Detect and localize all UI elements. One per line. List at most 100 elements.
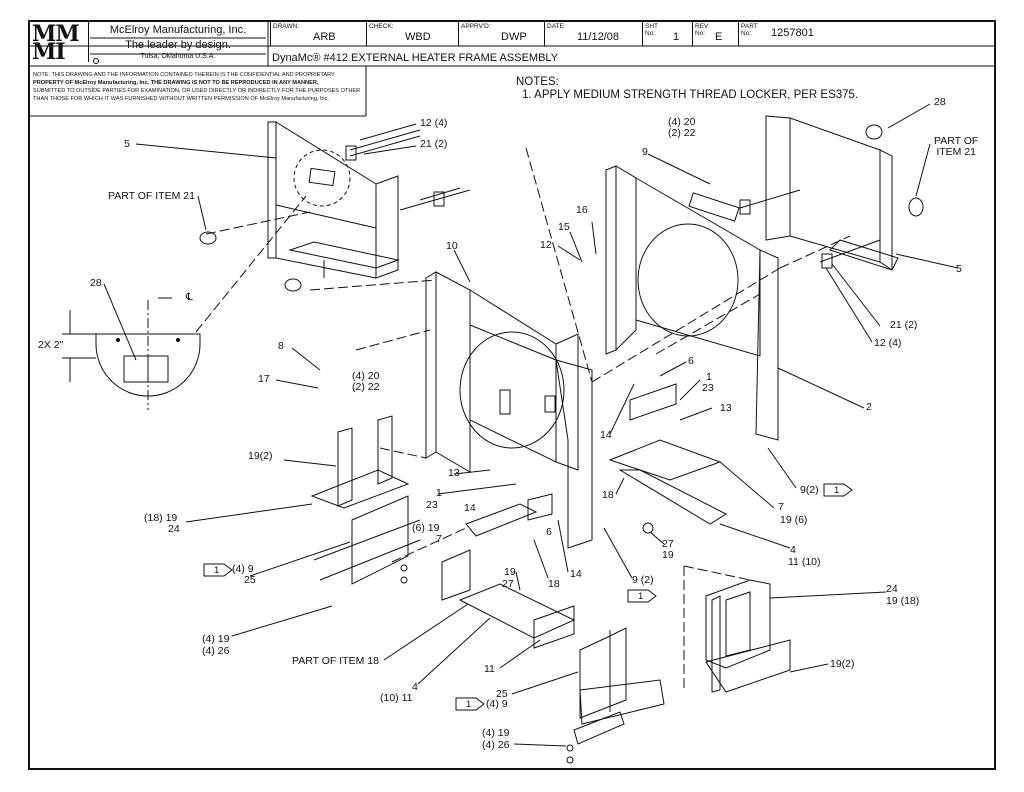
callout-6-19: (6) 19 (412, 522, 440, 534)
callout-19-6: 19 (6) (780, 514, 808, 526)
callout-27: 27 (662, 538, 674, 550)
note-flag-shape (627, 589, 657, 603)
callout-27-bottom: 27 (502, 578, 514, 590)
callout-2x2: 2X 2" (38, 339, 64, 351)
part-cell: PART No: 1257801 (738, 22, 995, 46)
note-flag-shape (455, 697, 485, 711)
callout-18-19: (18) 19 (144, 512, 178, 524)
callout-6-mid: 6 (546, 526, 552, 538)
callout-6: 6 (688, 355, 694, 367)
callout-part-of-item-21: PART OF ITEM 21 (108, 190, 195, 202)
callout-centerline: ℄ (186, 291, 193, 303)
callout-2-22-top: (2) 22 (668, 127, 696, 139)
callout-14: 14 (600, 429, 612, 441)
callout-7-right: 7 (778, 501, 784, 513)
callout-12-4: 12 (4) (420, 117, 448, 129)
drawing-title: DynaMc® #412 EXTERNAL HEATER FRAME ASSEM… (272, 52, 559, 64)
callout-5-right: 5 (956, 263, 962, 275)
note-flag-shape (823, 483, 853, 497)
knob-lower (284, 278, 302, 292)
part-value: 1257801 (771, 27, 814, 39)
sheet-value: 1 (673, 31, 680, 43)
note-flag: 1 (834, 485, 840, 496)
note-line: SUBMITTED TO OUTSIDE PARTIES FOR EXAMINA… (33, 88, 361, 94)
callout-4: 4 (790, 544, 796, 556)
callout-19-bottom: 19 (504, 566, 516, 578)
callout-4-9: (4) 9 (232, 563, 254, 575)
callout-4-19: (4) 19 (202, 633, 230, 645)
sheet-label: SHT No: (645, 23, 658, 37)
callout-19-18: 19 (18) (886, 595, 920, 607)
drawn-cell: DRAWN: ARB (270, 22, 367, 46)
callout-2-22: (2) 22 (352, 381, 380, 393)
note-flag-shape (203, 563, 233, 577)
note-item: 1. APPLY MEDIUM STRENGTH THREAD LOCKER, … (522, 89, 859, 101)
company-block: McElroy Manufacturing, Inc. The leader b… (90, 22, 266, 62)
callout-28-right: 28 (934, 96, 946, 108)
callout-10-11: (10) 11 (380, 692, 413, 704)
callout-4-19-low: (4) 19 (482, 727, 510, 739)
callout-24-right: 24 (886, 583, 898, 595)
apprvd-label: APPRV'D: (461, 23, 491, 30)
callout-1-mid: 1 (436, 487, 442, 499)
drawing-sheet (28, 20, 996, 770)
callout-13-mid: 13 (448, 467, 460, 479)
detail-28-view (62, 300, 201, 410)
callout-4-20-top: (4) 20 (668, 116, 696, 128)
part-label: PART No: (741, 23, 758, 37)
callout-5: 5 (124, 138, 130, 150)
knob-right (908, 197, 924, 217)
callout-8: 8 (278, 340, 284, 352)
callout-21-2: 21 (2) (420, 138, 448, 150)
logo-row-1: MM (32, 21, 80, 47)
callout-23-mid: 23 (426, 499, 438, 511)
company-tagline: The leader by design. (125, 39, 231, 51)
callout-4-low: 4 (412, 681, 418, 693)
hinge-hardware-right (739, 189, 881, 269)
callout-18: 18 (602, 489, 614, 501)
drawn-value: ARB (313, 31, 336, 43)
callout-23: 23 (702, 382, 714, 394)
assembly-guide-lines (195, 147, 851, 690)
callout-1: 1 (706, 371, 712, 383)
right-saddle (705, 579, 791, 693)
callout-part-of-item-18: PART OF ITEM 18 (292, 655, 379, 667)
sheet-cell: SHT No: 1 (642, 22, 693, 46)
callout-4-20: (4) 20 (352, 370, 380, 382)
date-value: 11/12/08 (577, 31, 620, 43)
callout-14-bottom: 14 (570, 568, 582, 580)
center-carriage (441, 493, 576, 649)
knob-right-top (865, 124, 883, 140)
callout-10: 10 (446, 240, 458, 252)
left-stand (310, 415, 421, 585)
callout-19-right: 19 (662, 549, 674, 561)
rev-value: E (715, 31, 723, 43)
company-name: McElroy Manufacturing, Inc. (109, 24, 247, 36)
callout-13: 13 (720, 402, 732, 414)
rev-label: REV No: (695, 23, 709, 37)
rev-cell: REV No: E (692, 22, 739, 46)
callout-11: 11 (484, 663, 495, 675)
proprietary-note: NOTE: THIS DRAWING AND THE INFORMATION C… (30, 70, 366, 116)
callout-12-4-right: 12 (4) (874, 337, 902, 349)
callout-7: 7 (436, 533, 442, 545)
note-flag: 1 (214, 565, 220, 576)
callout-4-9-low: (4) 9 (486, 698, 508, 710)
callout-4-26: (4) 26 (202, 645, 230, 657)
callout-16: 16 (576, 204, 588, 216)
lower-stand (566, 627, 665, 764)
drawn-label: DRAWN: (273, 23, 300, 30)
callout-9: 9 (642, 146, 648, 158)
note-flag: 1 (466, 699, 472, 710)
callout-2: 2 (866, 401, 872, 413)
callout-14-mid: 14 (464, 502, 476, 514)
callout-18-bottom: 18 (548, 578, 560, 590)
date-cell: DATE: 11/12/08 (544, 22, 643, 46)
callout-24: 24 (168, 523, 180, 535)
company-location: Tulsa, Oklahoma U.S.A. (140, 53, 216, 60)
apprvd-value: DWP (501, 31, 527, 43)
callout-4-26-low: (4) 26 (482, 739, 510, 751)
note-flag: 1 (638, 591, 644, 602)
check-label: CHECK: (369, 23, 394, 30)
